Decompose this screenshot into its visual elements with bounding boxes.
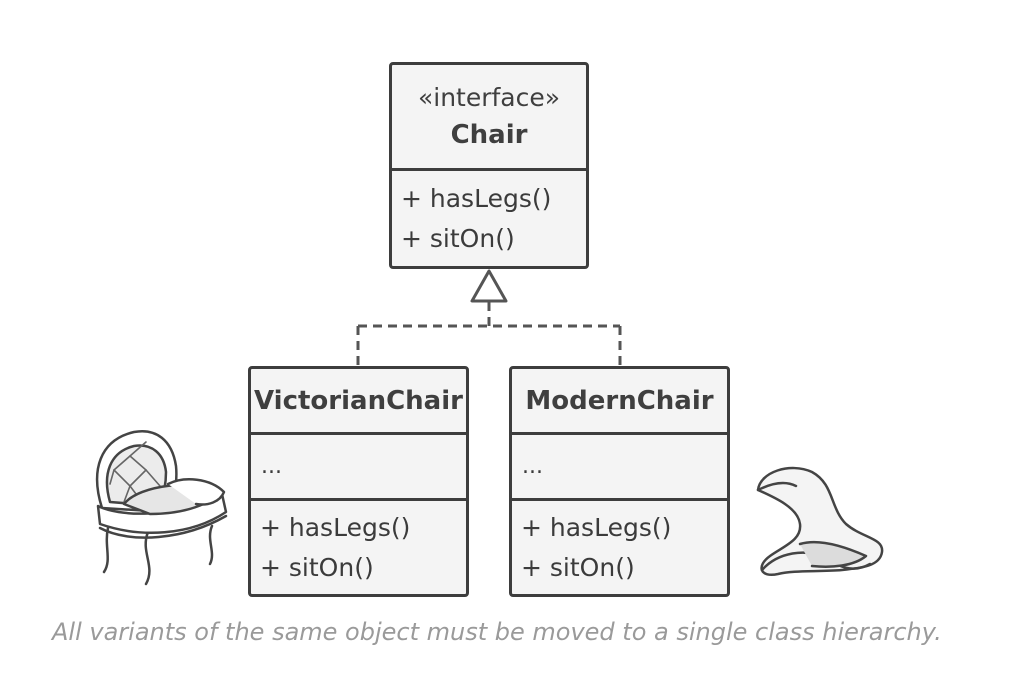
diagram-caption: All variants of the same object must be … bbox=[52, 618, 942, 646]
method-sit-on: + sitOn() bbox=[401, 223, 515, 253]
modern-chair-name: ModernChair bbox=[525, 385, 714, 416]
chair-interface-methods: + hasLegs() + sitOn() bbox=[392, 168, 586, 266]
modern-chair-header: ModernChair bbox=[512, 369, 727, 432]
victorian-chair-name: VictorianChair bbox=[254, 385, 463, 416]
chair-interface-header: «interface» Chair bbox=[392, 65, 586, 168]
method-sit-on: + sitOn() bbox=[260, 552, 374, 582]
method-has-legs: + hasLegs() bbox=[260, 512, 411, 542]
modern-chair-box: ModernChair ... + hasLegs() + sitOn() bbox=[509, 366, 730, 597]
victorian-chair-fields: ... bbox=[251, 432, 466, 498]
method-sit-on: + sitOn() bbox=[521, 552, 635, 582]
modern-chair-methods: + hasLegs() + sitOn() bbox=[512, 498, 727, 594]
modern-chair-fields: ... bbox=[512, 432, 727, 498]
victorian-chair-header: VictorianChair bbox=[251, 369, 466, 432]
chair-interface-name: Chair bbox=[450, 119, 528, 150]
stereotype-label: «interface» bbox=[417, 82, 561, 112]
victorian-chair-box: VictorianChair ... + hasLegs() + sitOn() bbox=[248, 366, 469, 597]
fields-placeholder: ... bbox=[261, 454, 282, 479]
fields-placeholder: ... bbox=[522, 454, 543, 479]
method-has-legs: + hasLegs() bbox=[521, 512, 672, 542]
chair-interface-box: «interface» Chair + hasLegs() + sitOn() bbox=[389, 62, 589, 269]
hollow-triangle-arrowhead bbox=[470, 269, 508, 303]
victorian-chair-methods: + hasLegs() + sitOn() bbox=[251, 498, 466, 594]
method-has-legs: + hasLegs() bbox=[401, 183, 552, 213]
